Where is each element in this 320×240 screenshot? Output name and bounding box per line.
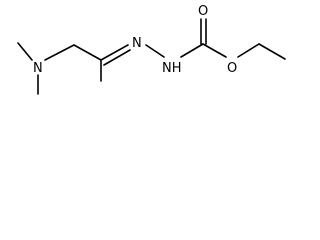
bond-ester-o-ch2 [237, 43, 260, 58]
atom-label-nh: NH [162, 61, 182, 76]
atom-labels: N N NH O O [33, 4, 237, 76]
molecule-structure-diagram: N N NH O O [17, 4, 286, 95]
bond-nh-carbonyl-c [180, 43, 204, 58]
atom-label-carbonyl-o: O [198, 4, 208, 19]
bond-carbonyl-c-ester-o [202, 43, 227, 58]
bond-n-ch2 [44, 44, 75, 61]
atom-label-amine-n: N [33, 61, 43, 76]
atom-label-imine-n: N [132, 36, 142, 51]
bond-ethyl-ch2-ch3 [258, 43, 286, 60]
bond-c-n-double-a [100, 44, 129, 61]
bond-n-nh [145, 44, 165, 58]
bond-c-n-double-b [103, 49, 131, 66]
atom-label-ester-o: O [227, 61, 237, 76]
bond-ch2-c [73, 44, 102, 61]
bond-methyl-top-n [17, 42, 33, 61]
bonds [17, 18, 286, 95]
